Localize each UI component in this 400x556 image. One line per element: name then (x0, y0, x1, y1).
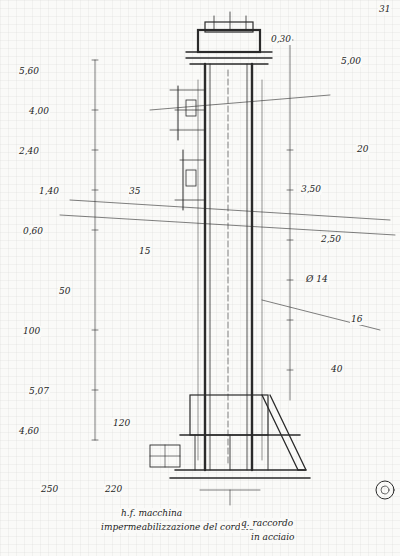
handwritten-note: 4,00 (28, 106, 50, 117)
handwritten-note: 100 (22, 326, 41, 337)
handwritten-note: Ø 14 (305, 274, 329, 285)
handwritten-note: 5,00 (340, 56, 362, 67)
handwritten-note: 0,60 (22, 226, 44, 237)
column-drawing (60, 12, 395, 505)
handwritten-note: 2,50 (320, 234, 342, 245)
handwritten-note: 20 (356, 144, 369, 155)
handwritten-note: 15 (138, 246, 151, 257)
handwritten-note: impermeabilizzazione del cordolo (100, 522, 255, 533)
handwritten-note: 40 (330, 364, 343, 375)
handwritten-note: 35 (128, 186, 141, 197)
handwritten-note: 4,60 (18, 426, 40, 437)
handwritten-note: 0,30 (270, 34, 292, 45)
handwritten-note: q. raccordo (240, 518, 294, 529)
handwritten-note: 5,07 (28, 386, 50, 397)
handwritten-note: h.f. macchina (120, 508, 183, 519)
handwritten-note: 1,40 (38, 186, 60, 197)
handwritten-note: in acciaio (250, 532, 296, 543)
handwritten-note: 3,50 (300, 184, 322, 195)
handwritten-note: 220 (104, 484, 123, 495)
handwritten-note: 2,40 (18, 146, 40, 157)
handwritten-note: 120 (112, 418, 131, 429)
handwritten-note: 50 (58, 286, 71, 297)
handwritten-note: 5,60 (18, 66, 40, 77)
handwritten-note: 16 (350, 314, 363, 325)
handwritten-note: 31 (378, 4, 391, 15)
handwritten-note: 250 (40, 484, 59, 495)
